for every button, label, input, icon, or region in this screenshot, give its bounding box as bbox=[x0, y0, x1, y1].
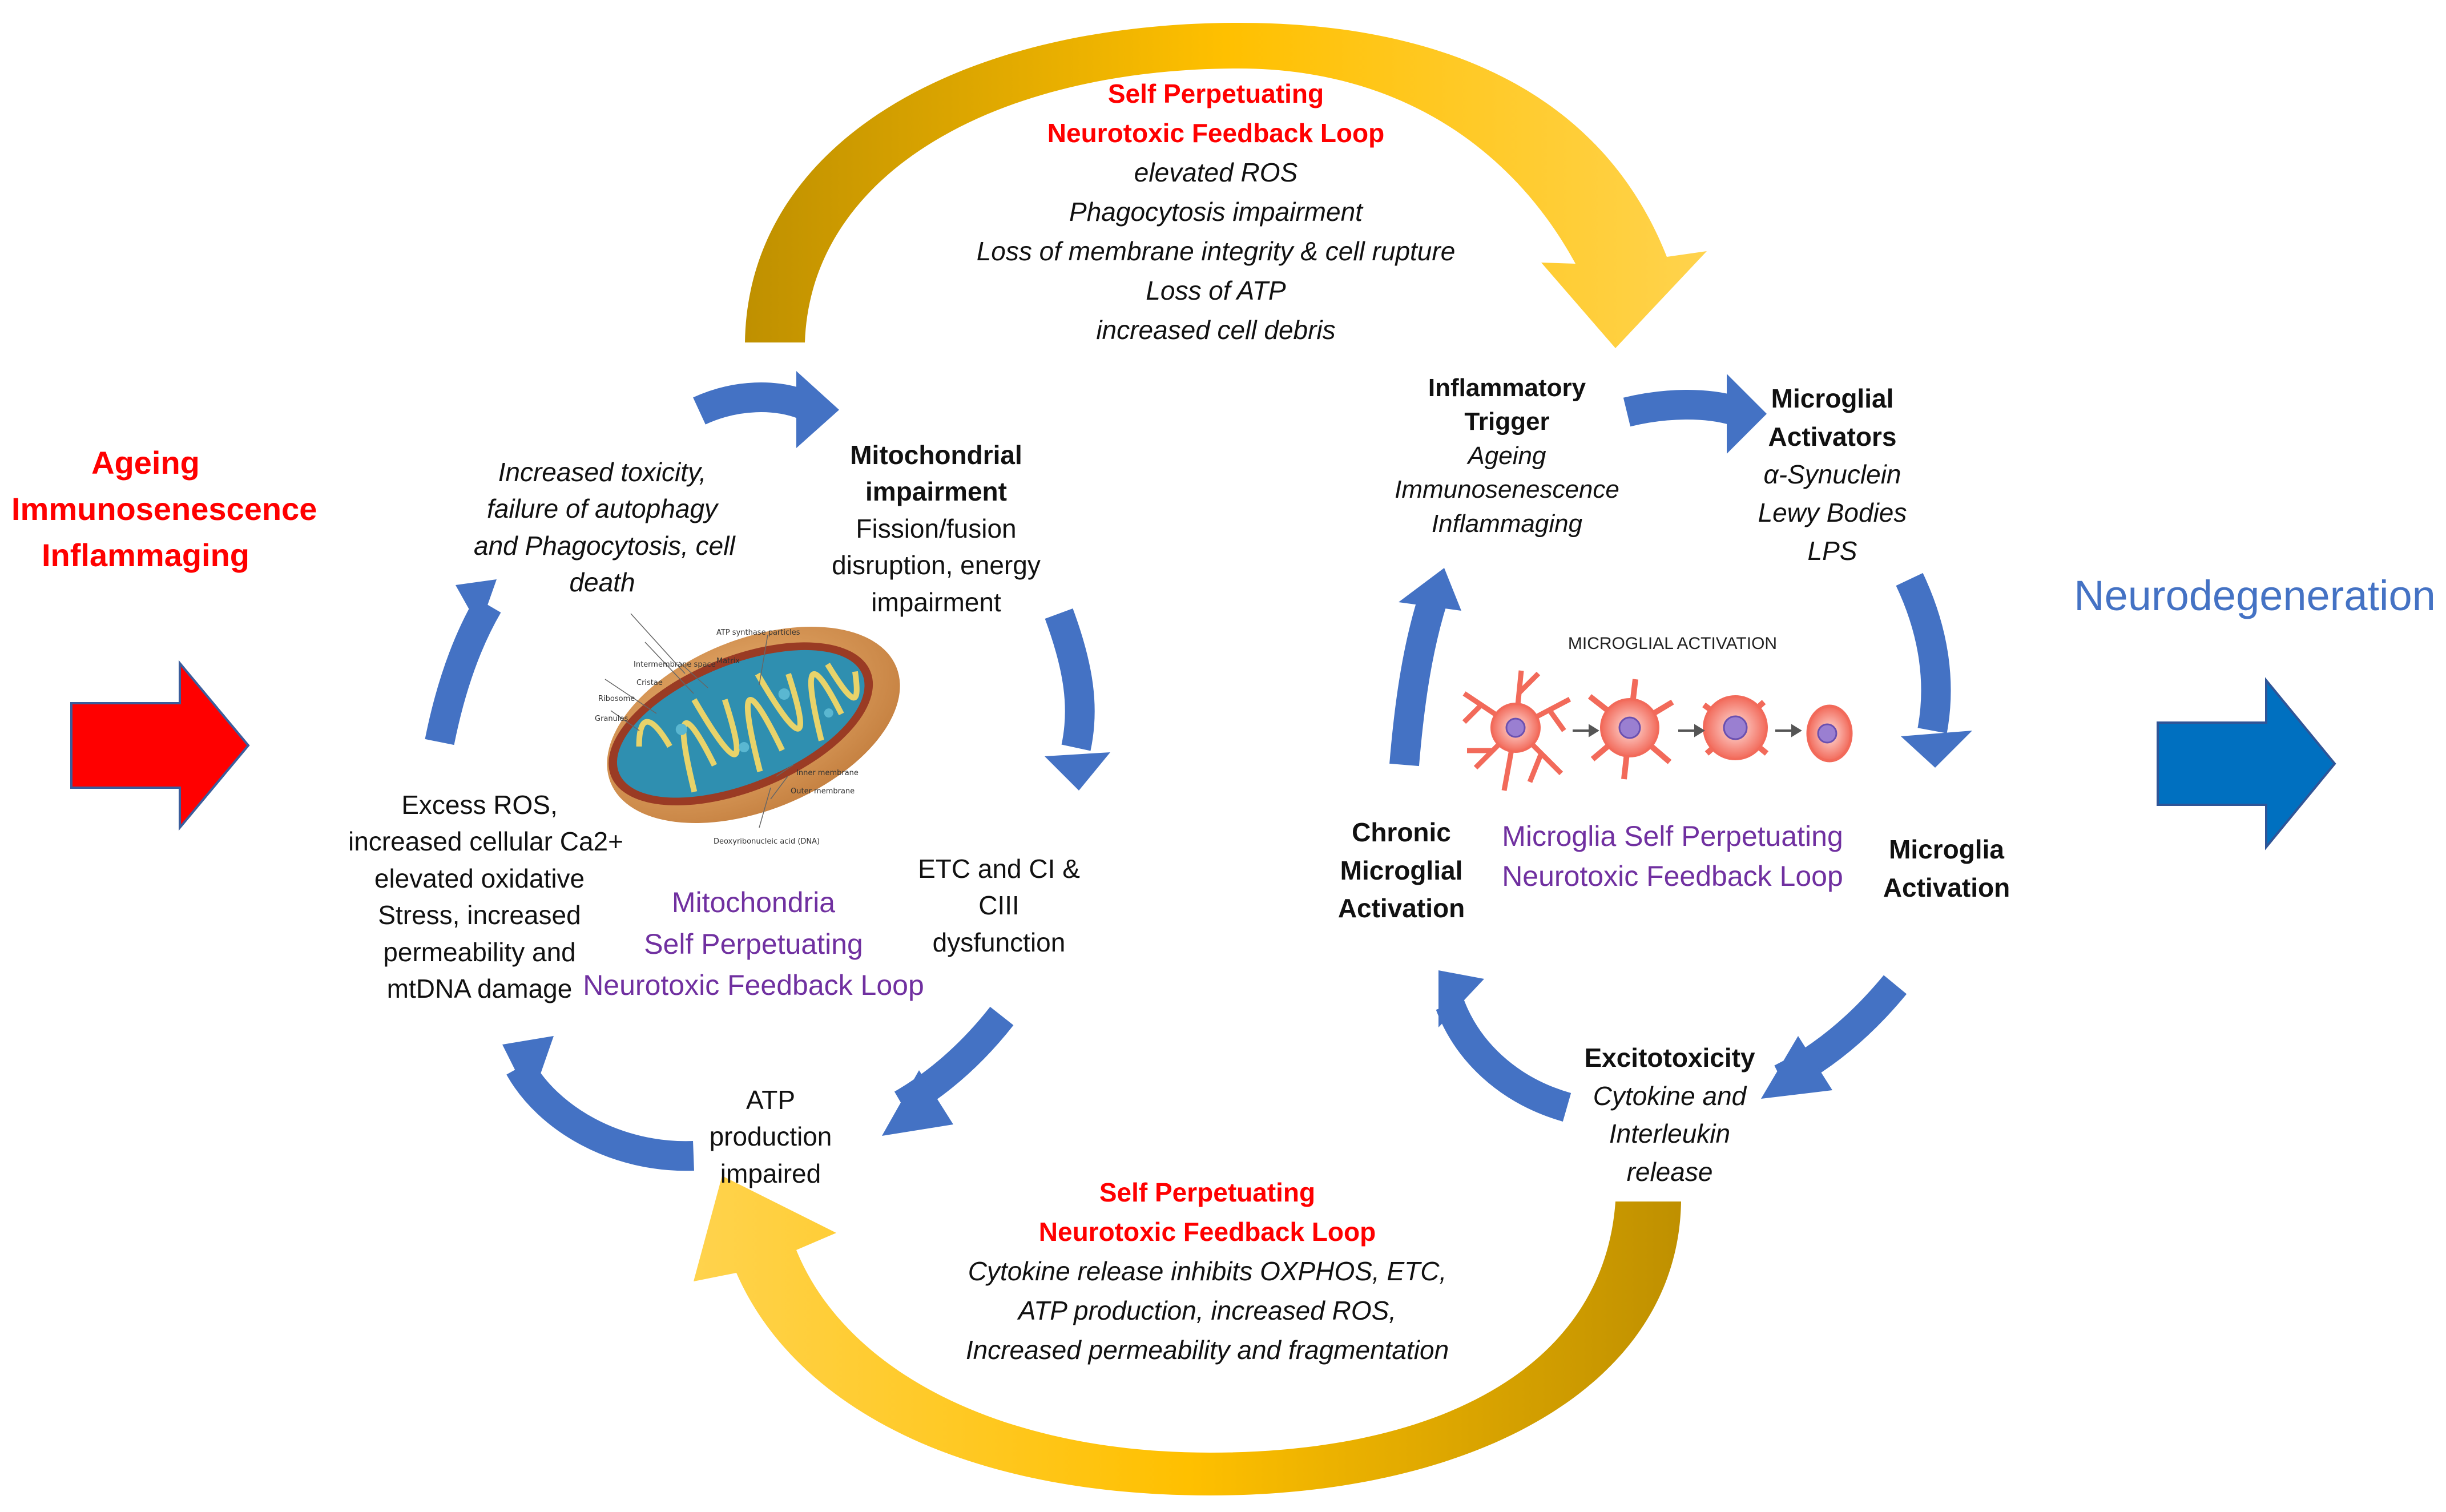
mito-label: Deoxyribonucleic acid (DNA) bbox=[714, 837, 820, 846]
bottom-feedback-arrow bbox=[694, 1176, 1681, 1495]
microglia-cycle-heads bbox=[1399, 374, 1972, 1099]
top-loop-item: increased cell debris bbox=[1096, 315, 1336, 345]
mitochondrion-labels bbox=[605, 613, 794, 828]
ramified-microglia-cell bbox=[1462, 670, 1571, 791]
left-side-line: Inflammaging bbox=[41, 537, 250, 574]
left-side-line: Ageing bbox=[91, 445, 200, 481]
mito-cycle-center: Mitochondria Self Perpetuating Neurotoxi… bbox=[583, 886, 924, 1001]
bottom-loop-item: Increased permeability and fragmentation bbox=[965, 1335, 1449, 1365]
right-side-title: Neurodegeneration bbox=[2074, 572, 2436, 619]
bottom-loop-title: Neurotoxic Feedback Loop bbox=[1038, 1217, 1376, 1247]
mitochondrion-label-text: ATP synthase particles Intermembrane spa… bbox=[595, 628, 859, 846]
top-feedback-arrow bbox=[745, 23, 1707, 348]
top-loop-item: Loss of ATP bbox=[1146, 276, 1286, 305]
amoeboid-microglia-cell bbox=[1702, 695, 1769, 760]
mito-label: Inner membrane bbox=[796, 769, 859, 777]
mito-label: ATP synthase particles bbox=[716, 628, 800, 637]
bottom-loop-item: Cytokine release inhibits OXPHOS, ETC, bbox=[968, 1256, 1447, 1286]
activation-step-arrows bbox=[1573, 724, 1802, 737]
mito-label: Matrix bbox=[716, 657, 740, 666]
microglia-activation-node: Microglia Activation bbox=[1883, 834, 2010, 902]
atp-impaired-node: ATP production impaired bbox=[709, 1085, 832, 1188]
mito-label: Ribosome bbox=[598, 695, 635, 703]
mito-label: Outer membrane bbox=[791, 787, 855, 796]
etc-dysfunction-node: ETC and CI & CIII dysfunction bbox=[918, 854, 1080, 957]
phagocytic-microglia-cell bbox=[1806, 704, 1853, 763]
increased-toxicity-node: Increased toxicity, failure of autophagy… bbox=[474, 457, 735, 598]
top-loop-title: Neurotoxic Feedback Loop bbox=[1047, 118, 1385, 148]
inflammatory-trigger-node: Inflammatory Trigger Ageing Immunosenesc… bbox=[1395, 374, 1619, 538]
mito-label: Granules bbox=[595, 715, 628, 723]
microglial-activators-node: Microglial Activators α-Synuclein Lewy B… bbox=[1758, 384, 1907, 566]
microglia-cycle-center: Microglia Self Perpetuating Neurotoxic F… bbox=[1502, 820, 1843, 892]
top-loop-title: Self Perpetuating bbox=[1107, 79, 1324, 108]
right-output-arrow bbox=[2157, 677, 2336, 850]
top-loop-item: Loss of membrane integrity & cell ruptur… bbox=[976, 236, 1456, 266]
top-loop-item: Phagocytosis impairment bbox=[1069, 197, 1363, 227]
bottom-loop-text: Self Perpetuating Neurotoxic Feedback Lo… bbox=[913, 1173, 1501, 1370]
microglial-activation-label: MICROGLIAL ACTIVATION bbox=[1567, 634, 1778, 653]
chronic-activation-node: Chronic Microglial Activation bbox=[1337, 817, 1465, 924]
microglia-activation-illustration bbox=[1462, 670, 1853, 791]
microglia-cycle-arrows bbox=[1389, 390, 1951, 1122]
left-side-title: Ageing Immunosenescence Inflammaging bbox=[11, 440, 317, 579]
mito-label: Cristae bbox=[636, 679, 663, 687]
mitochondrion-illustration bbox=[607, 627, 900, 823]
top-loop-item: elevated ROS bbox=[1134, 158, 1298, 187]
mito-impairment-node: Mitochondrial impairment Fission/fusion … bbox=[832, 440, 1041, 617]
excess-ros-node: Excess ROS, increased cellular Ca2+ elev… bbox=[348, 790, 623, 1003]
mito-label: Intermembrane space bbox=[634, 660, 716, 669]
excitotoxicity-node: Excitotoxicity Cytokine and Interleukin … bbox=[1584, 1043, 1755, 1187]
left-side-line: Immunosenescence bbox=[11, 491, 317, 527]
top-loop-text: Self Perpetuating Neurotoxic Feedback Lo… bbox=[902, 74, 1530, 350]
left-input-arrow bbox=[70, 660, 250, 831]
intermediate-microglia-cell bbox=[1587, 679, 1674, 780]
bottom-loop-title: Self Perpetuating bbox=[1099, 1178, 1316, 1207]
bottom-loop-item: ATP production, increased ROS, bbox=[1018, 1296, 1397, 1325]
mito-cycle-heads bbox=[456, 371, 1110, 1136]
